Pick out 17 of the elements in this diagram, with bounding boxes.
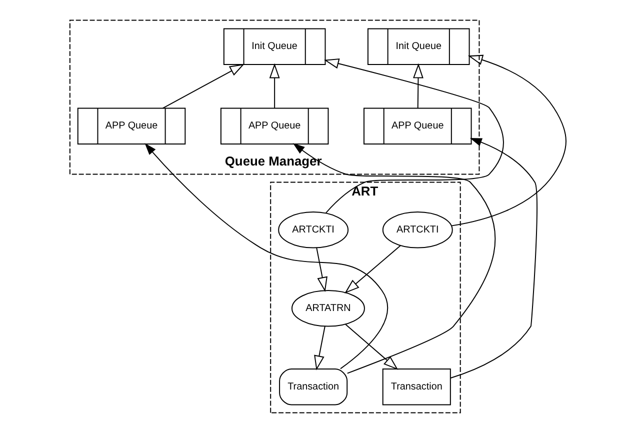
node-box: Transaction [382,368,450,406]
arrow [450,54,566,226]
arrow [412,63,423,108]
arrow [450,138,537,378]
arrow [268,63,280,108]
node-ellipse: ARTATRN [290,290,364,327]
arrow [344,245,400,294]
arrow [316,247,327,292]
arrow [324,58,504,214]
arrow [144,143,388,370]
arrow [314,326,325,370]
arrow [292,143,496,374]
node-ellipse: ARTCKTI [278,212,348,248]
arrow [344,324,398,370]
node-ellipse: ARTCKTI [382,212,452,248]
node-box: Transaction [278,368,348,406]
arrow [162,64,244,109]
